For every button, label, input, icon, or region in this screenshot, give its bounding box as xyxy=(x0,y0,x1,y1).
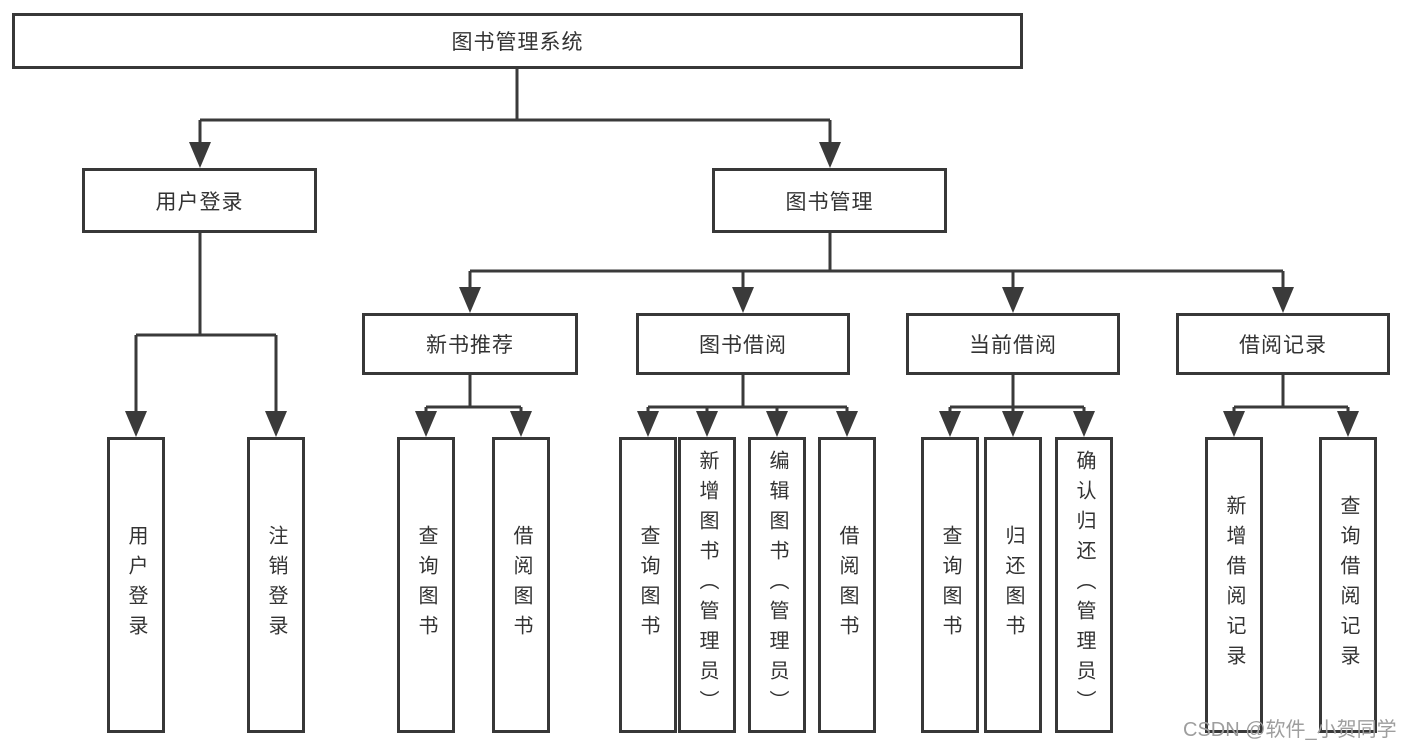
leaf-add-borrow-record-label: 新增借阅记录 xyxy=(1223,495,1245,675)
leaf-query-books-2: 查询图书 xyxy=(619,437,677,733)
connector-book-management-split xyxy=(459,233,1294,313)
leaf-query-books-3-label: 查询图书 xyxy=(939,525,961,645)
connector-borrow-records-split xyxy=(1223,375,1359,437)
connector-root-to-level2 xyxy=(189,68,841,168)
leaf-user-login: 用户登录 xyxy=(107,437,165,733)
leaf-logout: 注销登录 xyxy=(247,437,305,733)
leaf-query-books-3: 查询图书 xyxy=(921,437,979,733)
leaf-query-books-1: 查询图书 xyxy=(397,437,455,733)
node-book-management: 图书管理 xyxy=(712,168,947,233)
connector-new-books-split xyxy=(415,375,532,437)
csdn-watermark: CSDN @软件_小贺同学 xyxy=(1183,719,1397,741)
leaf-add-books-admin: 新增图书（管理员） xyxy=(678,437,736,733)
leaf-query-books-2-label: 查询图书 xyxy=(637,525,659,645)
leaf-return-books: 归还图书 xyxy=(984,437,1042,733)
connector-current-borrow-split xyxy=(939,375,1095,437)
leaf-add-borrow-record: 新增借阅记录 xyxy=(1205,437,1263,733)
leaf-confirm-return-admin-label: 确认归还（管理员） xyxy=(1073,450,1095,720)
leaf-borrow-books-2: 借阅图书 xyxy=(818,437,876,733)
leaf-borrow-books-1-label: 借阅图书 xyxy=(510,525,532,645)
node-borrow-records: 借阅记录 xyxy=(1176,313,1390,375)
node-current-borrow: 当前借阅 xyxy=(906,313,1120,375)
connector-book-borrow-split xyxy=(637,375,858,437)
leaf-edit-books-admin: 编辑图书（管理员） xyxy=(748,437,806,733)
leaf-return-books-label: 归还图书 xyxy=(1002,525,1024,645)
leaf-add-books-admin-label: 新增图书（管理员） xyxy=(696,450,718,720)
leaf-borrow-books-1: 借阅图书 xyxy=(492,437,550,733)
leaf-edit-books-admin-label: 编辑图书（管理员） xyxy=(766,450,788,720)
leaf-user-login-label: 用户登录 xyxy=(125,525,147,645)
leaf-borrow-books-2-label: 借阅图书 xyxy=(836,525,858,645)
leaf-query-borrow-record: 查询借阅记录 xyxy=(1319,437,1377,733)
leaf-query-books-1-label: 查询图书 xyxy=(415,525,437,645)
leaf-logout-label: 注销登录 xyxy=(265,525,287,645)
node-user-login: 用户登录 xyxy=(82,168,317,233)
node-book-borrow: 图书借阅 xyxy=(636,313,850,375)
node-root-library-system: 图书管理系统 xyxy=(12,13,1023,69)
connector-user-login-split xyxy=(125,233,287,437)
node-new-book-recommend: 新书推荐 xyxy=(362,313,578,375)
leaf-query-borrow-record-label: 查询借阅记录 xyxy=(1337,495,1359,675)
leaf-confirm-return-admin: 确认归还（管理员） xyxy=(1055,437,1113,733)
